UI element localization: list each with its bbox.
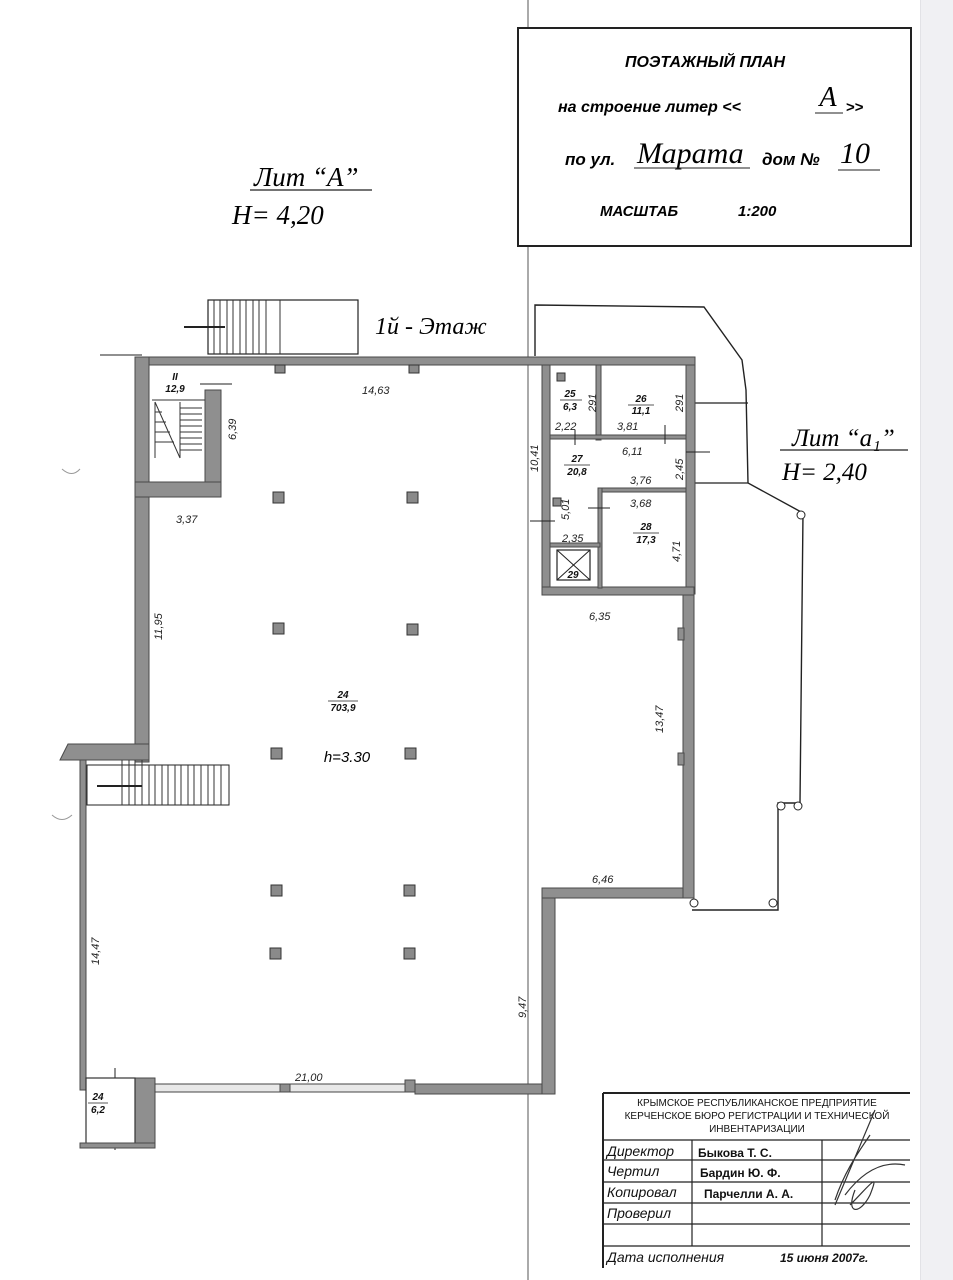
title-scale-label: МАСШТАБ bbox=[600, 203, 679, 220]
title-line1: ПОЭТАЖНЫЙ ПЛАН bbox=[625, 51, 786, 71]
room-28-number: 28 bbox=[639, 522, 652, 533]
main-walls bbox=[59, 356, 696, 1147]
dim-left-upper-height: 11,95 bbox=[153, 612, 165, 640]
room-26-number: 26 bbox=[634, 394, 647, 405]
dim-r27-inner: 3,76 bbox=[630, 475, 652, 487]
stamp-name-drafted: Бардин Ю. Ф. bbox=[700, 1166, 781, 1180]
dim-r26-height: 291 bbox=[674, 394, 686, 413]
room-labels: II 12,9 25 6,3 26 11,1 27 20,8 28 17,3 2… bbox=[88, 372, 659, 1116]
dim-r25-height: 291 bbox=[587, 394, 599, 413]
hole-punch-mark bbox=[51, 814, 73, 820]
stamp-name-copied: Парчелли А. А. bbox=[704, 1187, 793, 1201]
stamp-role-drafted: Чертил bbox=[607, 1163, 659, 1179]
ceiling-height: h=3.30 bbox=[324, 749, 371, 766]
lit-a1-name: Лит “а₁” bbox=[791, 425, 895, 452]
dim-r27-height: 5,01 bbox=[560, 499, 572, 520]
room-29-number: 29 bbox=[566, 570, 579, 581]
dim-r29-width: 2,35 bbox=[561, 533, 584, 545]
dim-r25-width: 2,22 bbox=[554, 421, 576, 433]
room-24-small-number: 24 bbox=[91, 1092, 104, 1103]
hole-punch-mark bbox=[61, 468, 81, 474]
dim-bottom-width: 21,00 bbox=[294, 1072, 323, 1084]
stamp-block: КРЫМСКОЕ РЕСПУБЛИКАНСКОЕ ПРЕДПРИЯТИЕ КЕР… bbox=[602, 1092, 910, 1268]
stamp-org-line2: КЕРЧЕНСКОЕ БЮРО РЕГИСТРАЦИИ И ТЕХНИЧЕСКО… bbox=[625, 1109, 890, 1122]
title-street-prefix: по ул. bbox=[565, 150, 615, 169]
dim-r26-width: 3,81 bbox=[617, 421, 638, 433]
left-entrance-stair bbox=[86, 760, 230, 806]
title-house-number: 10 bbox=[840, 137, 870, 170]
dimension-labels: 14,63 6,39 3,37 11,95 14,47 21,00 9,47 6… bbox=[90, 385, 686, 1084]
title-line2-prefix: на строение литер << bbox=[558, 99, 741, 116]
title-street: Марата bbox=[636, 137, 744, 170]
dim-stair-depth: 6,39 bbox=[227, 419, 239, 440]
room-26-area: 11,1 bbox=[632, 406, 651, 417]
lit-a-label: Лит “А” Н= 4,20 bbox=[231, 162, 372, 230]
lit-a-name: Лит “А” bbox=[253, 162, 359, 192]
room-28-area: 17,3 bbox=[636, 535, 656, 546]
dim-r28-height: 4,71 bbox=[671, 541, 683, 562]
stamp-name-director: Быкова Т. С. bbox=[698, 1146, 772, 1160]
title-house-label: дом № bbox=[762, 150, 820, 169]
title-scale-value: 1:200 bbox=[738, 203, 777, 220]
title-line2-suffix: >> bbox=[846, 99, 864, 116]
stair-II-area: 12,9 bbox=[165, 384, 185, 395]
dim-right-lower-height: 9,47 bbox=[517, 996, 529, 1018]
stamp-date-label: Дата исполнения bbox=[605, 1249, 725, 1265]
signature-mark bbox=[834, 1109, 906, 1210]
stamp-role-director: Директор bbox=[605, 1143, 674, 1159]
stamp-org-line3: ИНВЕНТАРИЗАЦИИ bbox=[709, 1124, 805, 1135]
dim-r27-width: 6,11 bbox=[622, 446, 643, 458]
stair-II bbox=[152, 383, 232, 459]
dim-top-main: 14,63 bbox=[362, 385, 390, 397]
stamp-role-checked: Проверил bbox=[607, 1205, 671, 1221]
dim-right-mid-width: 6,35 bbox=[589, 611, 611, 623]
dim-left-lower-height: 14,47 bbox=[90, 937, 102, 965]
stamp-date-value: 15 июня 2007г. bbox=[780, 1251, 868, 1265]
stair-II-number: II bbox=[172, 372, 178, 383]
page-edge bbox=[920, 0, 953, 1280]
stamp-org-line1: КРЫМСКОЕ РЕСПУБЛИКАНСКОЕ ПРЕДПРИЯТИЕ bbox=[637, 1098, 877, 1109]
room-24-small-outline bbox=[85, 1077, 136, 1147]
lit-a1-height: Н= 2,40 bbox=[781, 459, 867, 486]
room-24-small-area: 6,2 bbox=[91, 1105, 105, 1116]
room-24-main-area: 703,9 bbox=[330, 703, 355, 714]
dim-r28-width: 3,68 bbox=[630, 498, 652, 510]
columns bbox=[269, 364, 566, 960]
dim-core-height: 10,41 bbox=[529, 444, 541, 472]
room-27-area: 20,8 bbox=[566, 467, 587, 478]
dim-right-step-width: 6,46 bbox=[592, 874, 614, 886]
lit-a-height: Н= 4,20 bbox=[231, 200, 324, 230]
dim-left-upper-width: 3,37 bbox=[176, 514, 198, 526]
top-entrance-stair bbox=[100, 299, 359, 356]
lit-a1-label: Лит “а₁” Н= 2,40 bbox=[780, 425, 908, 486]
room-25-number: 25 bbox=[563, 389, 576, 400]
dim-right-mid-height: 13,47 bbox=[654, 705, 666, 733]
room-27-number: 27 bbox=[570, 454, 583, 465]
stamp-role-copied: Копировал bbox=[607, 1184, 677, 1200]
title-block: ПОЭТАЖНЫЙ ПЛАН на строение литер << А >>… bbox=[517, 27, 912, 247]
dim-r27-side: 2,45 bbox=[674, 458, 686, 481]
room-24-main-number: 24 bbox=[336, 690, 349, 701]
floor-label: 1й - Этаж bbox=[375, 314, 487, 340]
title-liter-value: А bbox=[817, 82, 837, 113]
elevator-29 bbox=[556, 549, 591, 581]
room-25-area: 6,3 bbox=[563, 402, 577, 413]
